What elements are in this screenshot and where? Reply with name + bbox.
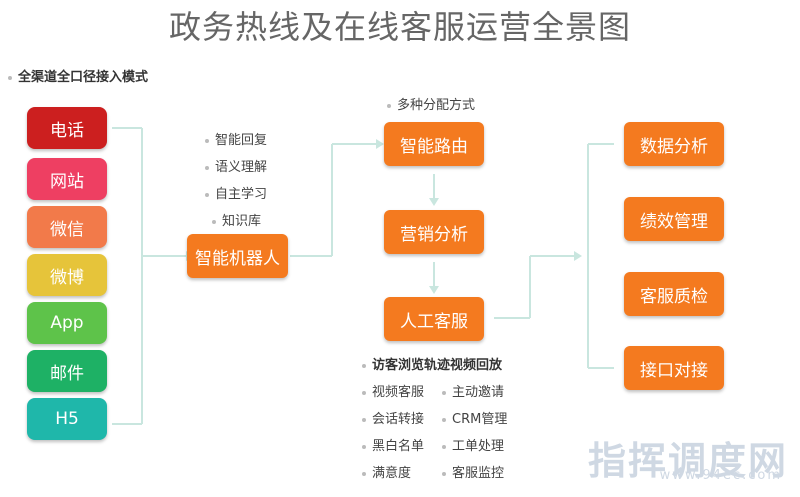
subtitle-text: 全渠道全口径接入模式 <box>18 70 149 85</box>
bullet-icon <box>442 444 446 449</box>
channel-label: 微博 <box>50 267 84 288</box>
agent-feature-text: CRM管理 <box>452 412 508 427</box>
channel-wechat: 微信 <box>27 206 107 248</box>
agent-feature: 视频客服 <box>362 381 424 400</box>
agent-feature: 客服监控 <box>442 462 504 481</box>
channel-label: H5 <box>55 409 79 429</box>
agent-feature: 会话转接 <box>362 408 424 427</box>
channel-label: App <box>50 313 84 333</box>
output-interface: 接口对接 <box>624 346 724 390</box>
bullet-icon <box>387 103 391 108</box>
output-label: 绩效管理 <box>640 211 708 232</box>
agent-features-title: 访客浏览轨迹视频回放 <box>362 354 502 373</box>
bullet-icon <box>362 363 366 368</box>
bullet-icon <box>442 471 446 476</box>
bullet-icon <box>212 219 216 224</box>
channel-label: 网站 <box>50 171 84 192</box>
agent-feature-text: 主动邀请 <box>452 385 505 400</box>
bullet-icon <box>8 75 12 80</box>
output-label: 接口对接 <box>640 360 708 381</box>
marketing-box: 营销分析 <box>384 210 484 254</box>
bullet-icon <box>442 390 446 395</box>
agent-box: 人工客服 <box>384 297 484 341</box>
output-label: 数据分析 <box>640 136 708 157</box>
output-label: 客服质检 <box>640 286 708 307</box>
marketing-label: 营销分析 <box>400 224 468 245</box>
robot-label: 智能机器人 <box>195 248 280 269</box>
robot-feature-text: 知识库 <box>222 214 262 229</box>
agent-feature-text: 满意度 <box>372 466 412 481</box>
agent-feature-text: 视频客服 <box>372 385 425 400</box>
output-performance: 绩效管理 <box>624 197 724 241</box>
bullet-icon <box>205 192 209 197</box>
bullet-icon <box>205 138 209 143</box>
robot-feature-text: 语义理解 <box>215 160 268 175</box>
bullet-icon <box>362 417 366 422</box>
routing-note: 多种分配方式 <box>387 94 475 113</box>
robot-box: 智能机器人 <box>187 234 288 278</box>
robot-feature: 语义理解 <box>205 156 267 175</box>
routing-label: 智能路由 <box>400 136 468 157</box>
watermark-logo: 指挥调度网 <box>587 439 788 483</box>
agent-feature-text: 黑白名单 <box>372 439 425 454</box>
channel-app: App <box>27 302 107 344</box>
channel-phone: 电话 <box>27 107 107 149</box>
agent-feature: 黑白名单 <box>362 435 424 454</box>
channel-weibo: 微博 <box>27 254 107 296</box>
channel-email: 邮件 <box>27 350 107 392</box>
watermark-url: www.94ec.com <box>659 468 782 483</box>
agent-feature-text: 工单处理 <box>452 439 505 454</box>
bullet-icon <box>362 471 366 476</box>
agent-feature-text: 客服监控 <box>452 466 505 481</box>
robot-feature-text: 自主学习 <box>215 187 268 202</box>
robot-feature: 知识库 <box>212 210 261 229</box>
output-quality-check: 客服质检 <box>624 272 724 316</box>
robot-feature: 智能回复 <box>205 129 267 148</box>
robot-feature: 自主学习 <box>205 183 267 202</box>
agent-feature: 满意度 <box>362 462 411 481</box>
routing-box: 智能路由 <box>384 122 484 166</box>
channel-label: 微信 <box>50 219 84 240</box>
agent-label: 人工客服 <box>400 311 468 332</box>
channel-label: 电话 <box>50 120 84 141</box>
page-title: 政务热线及在线客服运营全景图 <box>168 8 631 46</box>
agent-feature: CRM管理 <box>442 408 507 427</box>
bullet-icon <box>442 417 446 422</box>
bullet-icon <box>362 390 366 395</box>
agent-features-title-text: 访客浏览轨迹视频回放 <box>372 358 503 373</box>
agent-feature-text: 会话转接 <box>372 412 425 427</box>
channel-label: 邮件 <box>50 363 84 384</box>
routing-note-text: 多种分配方式 <box>397 98 476 113</box>
agent-feature: 主动邀请 <box>442 381 504 400</box>
channel-website: 网站 <box>27 158 107 200</box>
channel-h5: H5 <box>27 398 107 440</box>
robot-feature-text: 智能回复 <box>215 133 268 148</box>
section-subtitle: 全渠道全口径接入模式 <box>8 66 148 85</box>
bullet-icon <box>362 444 366 449</box>
output-data-analysis: 数据分析 <box>624 122 724 166</box>
agent-feature: 工单处理 <box>442 435 504 454</box>
bullet-icon <box>205 165 209 170</box>
